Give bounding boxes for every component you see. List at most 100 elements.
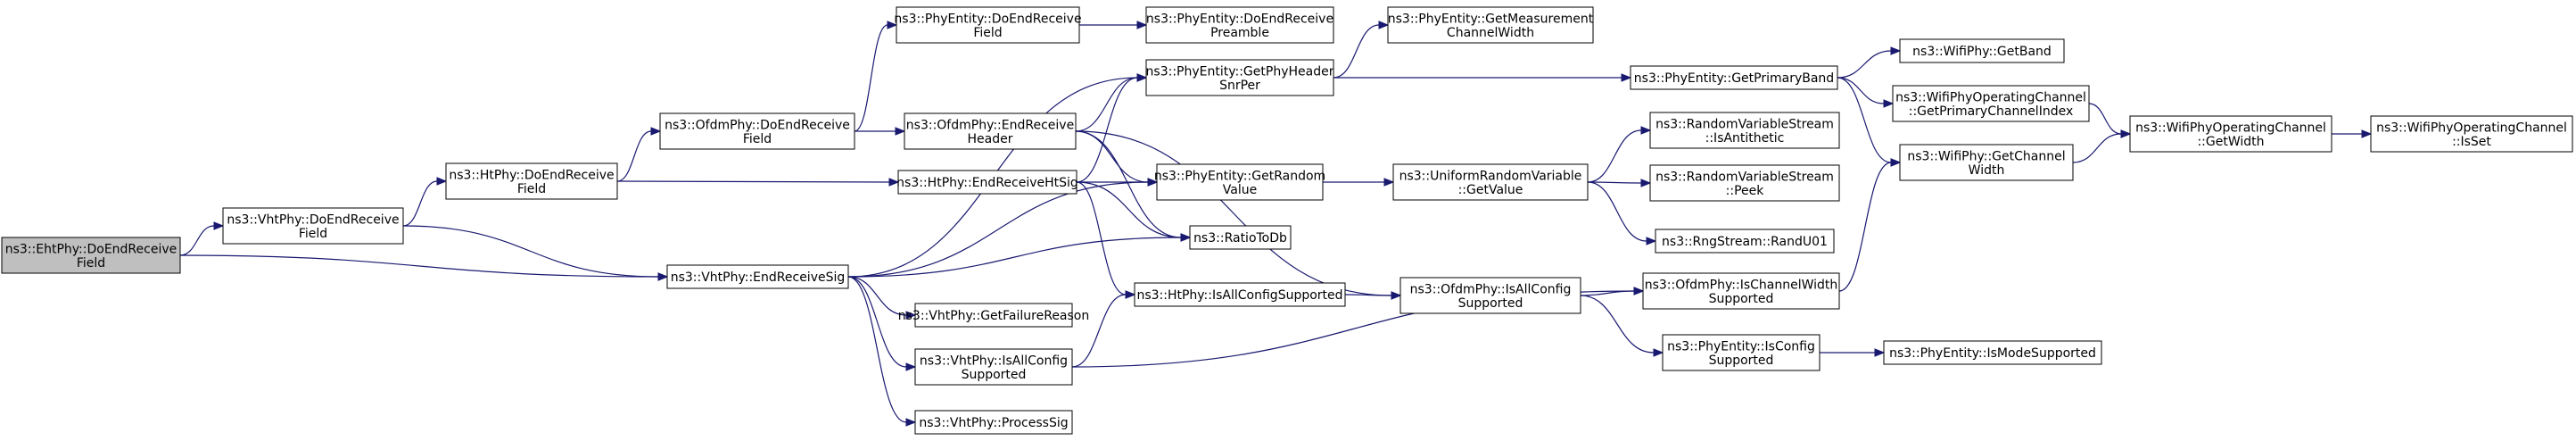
edge-vht-phy-do-end-receive-field-to-ht-phy-do-end-receive-field bbox=[402, 177, 448, 227]
node-label: ns3::VhtPhy::GetFailureReason bbox=[898, 309, 1090, 323]
node-box bbox=[1189, 225, 1292, 250]
node-label: Supported bbox=[1709, 354, 1774, 368]
node-rng-stream-rand-u01[interactable]: ns3::RngStream::RandU01 bbox=[1655, 229, 1835, 254]
node-box bbox=[914, 348, 1073, 386]
node-wifi-phy-operating-channel-get-primary-channel-index[interactable]: ns3::WifiPhyOperatingChannel::GetPrimary… bbox=[1892, 85, 2090, 122]
node-box bbox=[659, 112, 855, 150]
node-label: Supported bbox=[962, 368, 1027, 382]
node-label: ns3::OfdmPhy::EndReceive bbox=[906, 118, 1074, 132]
node-label: ns3::VhtPhy::IsAllConfig bbox=[920, 354, 1068, 368]
edge-wifi-phy-operating-channel-get-width-to-wifi-phy-operating-channel-is-set bbox=[2331, 129, 2373, 138]
node-box bbox=[666, 264, 849, 289]
edge-ofdm-phy-is-all-config-supported-to-ofdm-phy-is-channel-width-supported bbox=[1580, 287, 1645, 296]
node-label: ::GetValue bbox=[1458, 183, 1523, 197]
node-label: ns3::PhyEntity::GetPhyHeader bbox=[1146, 64, 1334, 79]
node-ht-phy-end-receive-ht-sig[interactable]: ns3::HtPhy::EndReceiveHtSig bbox=[896, 170, 1078, 195]
node-label: ns3::WifiPhyOperatingChannel bbox=[2376, 121, 2567, 135]
node-box bbox=[2129, 115, 2332, 153]
node-phy-entity-get-primary-band[interactable]: ns3::PhyEntity::GetPrimaryBand bbox=[1630, 65, 1838, 90]
edge-vht-phy-end-receive-sig-to-vht-phy-get-failure-reason bbox=[847, 276, 917, 320]
node-random-variable-stream-peek[interactable]: ns3::RandomVariableStream::Peek bbox=[1649, 164, 1840, 202]
node-box bbox=[897, 170, 1077, 195]
node-phy-entity-is-mode-supported[interactable]: ns3::PhyEntity::IsModeSupported bbox=[1883, 340, 2102, 365]
node-box bbox=[1156, 163, 1324, 201]
node-label: ChannelWidth bbox=[1447, 26, 1534, 40]
node-ratio-to-db[interactable]: ns3::RatioToDb bbox=[1189, 225, 1292, 250]
node-box bbox=[1134, 282, 1346, 307]
node-box bbox=[1883, 340, 2102, 365]
node-label: ::GetPrimaryChannelIndex bbox=[1909, 104, 2074, 119]
edge-ofdm-phy-is-all-config-supported-to-phy-entity-is-config-supported bbox=[1580, 295, 1664, 357]
node-box bbox=[1649, 164, 1840, 202]
node-label: ns3::HtPhy::EndReceiveHtSig bbox=[896, 176, 1078, 190]
node-wifi-phy-get-band[interactable]: ns3::WifiPhy::GetBand bbox=[1899, 38, 2065, 63]
node-label: Field bbox=[517, 182, 546, 196]
node-label: Field bbox=[743, 132, 772, 146]
node-box bbox=[896, 6, 1080, 44]
node-label: Supported bbox=[1458, 296, 1523, 311]
edge-eht-phy-do-end-receive-field-to-vht-phy-do-end-receive-field bbox=[179, 221, 225, 256]
node-label: ::IsAntithetic bbox=[1705, 131, 1785, 146]
node-vht-phy-is-all-config-supported[interactable]: ns3::VhtPhy::IsAllConfigSupported bbox=[914, 348, 1073, 386]
node-label: ns3::OfdmPhy::IsAllConfig bbox=[1410, 282, 1572, 296]
node-box bbox=[1899, 144, 2074, 181]
node-label: ::GetWidth bbox=[2197, 135, 2264, 149]
node-label: ns3::EhtPhy::DoEndReceive bbox=[5, 242, 178, 256]
edge-phy-entity-get-phy-header-snr-per-to-phy-entity-get-measurement-channel-width bbox=[1333, 21, 1390, 79]
edge-wifi-phy-get-channel-width-to-wifi-phy-operating-channel-get-width bbox=[2072, 129, 2132, 163]
edge-ofdm-phy-do-end-receive-field-to-ofdm-phy-end-receive-header bbox=[854, 127, 906, 136]
edge-ofdm-phy-do-end-receive-field-to-phy-entity-do-end-receive-field bbox=[854, 21, 898, 132]
node-vht-phy-get-failure-reason[interactable]: ns3::VhtPhy::GetFailureReason bbox=[898, 303, 1090, 328]
node-box bbox=[1655, 229, 1835, 254]
node-box bbox=[1662, 334, 1821, 371]
node-vht-phy-process-sig[interactable]: ns3::VhtPhy::ProcessSig bbox=[914, 410, 1073, 435]
node-box bbox=[1399, 277, 1581, 314]
node-label: ns3::PhyEntity::IsConfig bbox=[1667, 339, 1815, 354]
node-label: Width bbox=[1969, 163, 2005, 178]
node-random-variable-stream-is-antithetic[interactable]: ns3::RandomVariableStream::IsAntithetic bbox=[1649, 112, 1840, 149]
node-label: Value bbox=[1223, 183, 1257, 197]
node-label: ns3::VhtPhy::ProcessSig bbox=[919, 416, 1068, 430]
edge-vht-phy-end-receive-sig-to-phy-entity-get-random-value bbox=[847, 178, 1159, 278]
edge-phy-entity-is-config-supported-to-phy-entity-is-mode-supported bbox=[1819, 348, 1886, 357]
node-ht-phy-is-all-config-supported[interactable]: ns3::HtPhy::IsAllConfigSupported bbox=[1134, 282, 1346, 307]
node-label: ns3::HtPhy::IsAllConfigSupported bbox=[1136, 288, 1342, 303]
node-box bbox=[1, 237, 181, 274]
edge-eht-phy-do-end-receive-field-to-vht-phy-end-receive-sig bbox=[179, 254, 669, 281]
node-vht-phy-end-receive-sig[interactable]: ns3::VhtPhy::EndReceiveSig bbox=[666, 264, 849, 289]
edge-ht-phy-end-receive-ht-sig-to-ht-phy-is-all-config-supported bbox=[1076, 181, 1136, 299]
node-label: ns3::WifiPhy::GetBand bbox=[1912, 45, 2052, 59]
node-wifi-phy-operating-channel-is-set[interactable]: ns3::WifiPhyOperatingChannel::IsSet bbox=[2370, 115, 2573, 153]
edge-vht-phy-is-all-config-supported-to-ht-phy-is-all-config-supported bbox=[1071, 290, 1136, 368]
node-label: ns3::RandomVariableStream bbox=[1655, 117, 1834, 131]
function-nodes: ns3::EhtPhy::DoEndReceiveFieldns3::VhtPh… bbox=[1, 6, 2573, 435]
node-label: ns3::WifiPhyOperatingChannel bbox=[2135, 121, 2326, 135]
edge-ht-phy-is-all-config-supported-to-ofdm-phy-is-all-config-supported bbox=[1344, 291, 1402, 300]
node-label: SnrPer bbox=[1219, 79, 1260, 93]
node-box bbox=[2370, 115, 2573, 153]
node-uniform-random-variable-get-value[interactable]: ns3::UniformRandomVariable::GetValue bbox=[1392, 163, 1589, 201]
edge-ofdm-phy-end-receive-header-to-phy-entity-get-random-value bbox=[1075, 130, 1159, 187]
node-ofdm-phy-is-all-config-supported[interactable]: ns3::OfdmPhy::IsAllConfigSupported bbox=[1399, 277, 1581, 314]
node-label: ns3::OfdmPhy::IsChannelWidth bbox=[1645, 278, 1838, 292]
node-box bbox=[1649, 112, 1840, 149]
edge-ht-phy-do-end-receive-field-to-ht-phy-end-receive-ht-sig bbox=[616, 178, 900, 187]
node-wifi-phy-operating-channel-get-width[interactable]: ns3::WifiPhyOperatingChannel::GetWidth bbox=[2129, 115, 2332, 153]
node-phy-entity-get-measurement-channel-width[interactable]: ns3::PhyEntity::GetMeasurementChannelWid… bbox=[1387, 6, 1594, 44]
edge-uniform-random-variable-get-value-to-random-variable-stream-peek bbox=[1587, 179, 1652, 187]
node-box bbox=[222, 207, 404, 245]
node-box bbox=[1387, 6, 1594, 44]
node-box bbox=[1145, 59, 1334, 96]
